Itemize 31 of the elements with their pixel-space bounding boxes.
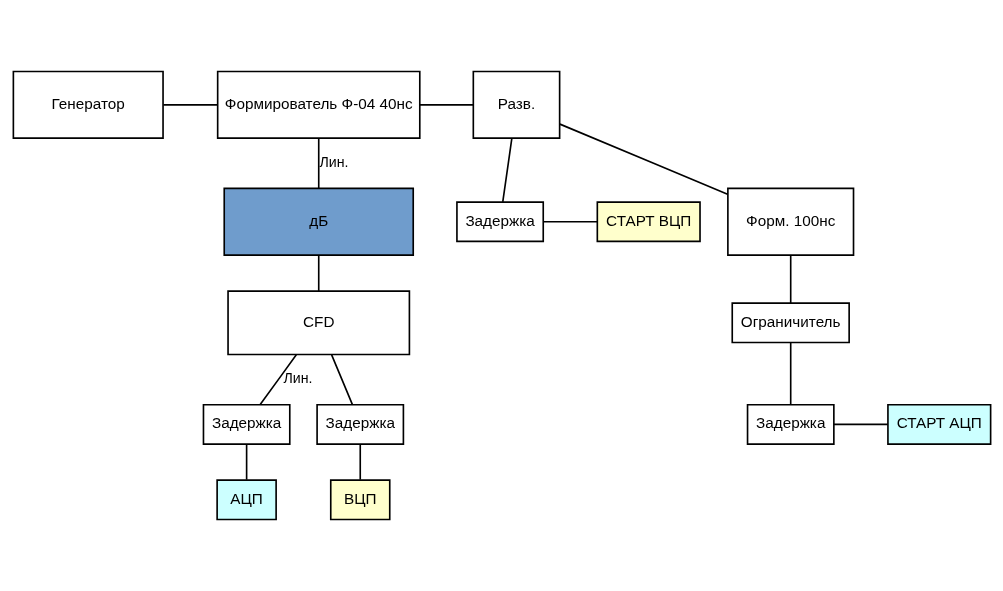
node-box: CFD bbox=[226, 290, 410, 356]
connector bbox=[330, 354, 353, 406]
node-box: дБ bbox=[222, 187, 414, 256]
edge-label: Лин. bbox=[282, 370, 312, 387]
node-box: Формирователь Ф-04 40нс bbox=[216, 70, 421, 139]
node-box: Форм. 100нс bbox=[726, 187, 854, 256]
connector bbox=[558, 123, 728, 196]
connector bbox=[789, 254, 792, 304]
connector bbox=[418, 104, 474, 106]
connector bbox=[789, 341, 792, 406]
node-box: СТАРТ АЦП bbox=[886, 403, 991, 445]
connector bbox=[832, 423, 889, 426]
connector bbox=[358, 443, 361, 481]
connector bbox=[317, 254, 320, 292]
node-box: Разв. bbox=[472, 70, 560, 139]
node-box: ВЦП bbox=[329, 479, 391, 521]
connector bbox=[258, 354, 297, 406]
connector bbox=[501, 137, 513, 203]
connector bbox=[162, 104, 218, 106]
connector bbox=[317, 137, 320, 190]
node-box: Задержка bbox=[455, 201, 544, 243]
edge-label: Лин. bbox=[319, 154, 349, 171]
node-box: Ограничитель bbox=[730, 302, 850, 344]
node-box: Задержка bbox=[315, 403, 404, 445]
connector bbox=[245, 443, 247, 481]
node-box: СТАРТ ВЦП bbox=[596, 201, 701, 243]
node-box: Задержка bbox=[746, 403, 835, 445]
node-box: АЦП bbox=[215, 479, 277, 521]
node-box: Генератор bbox=[12, 70, 164, 139]
connector bbox=[542, 220, 598, 223]
node-box: Задержка bbox=[202, 403, 291, 445]
